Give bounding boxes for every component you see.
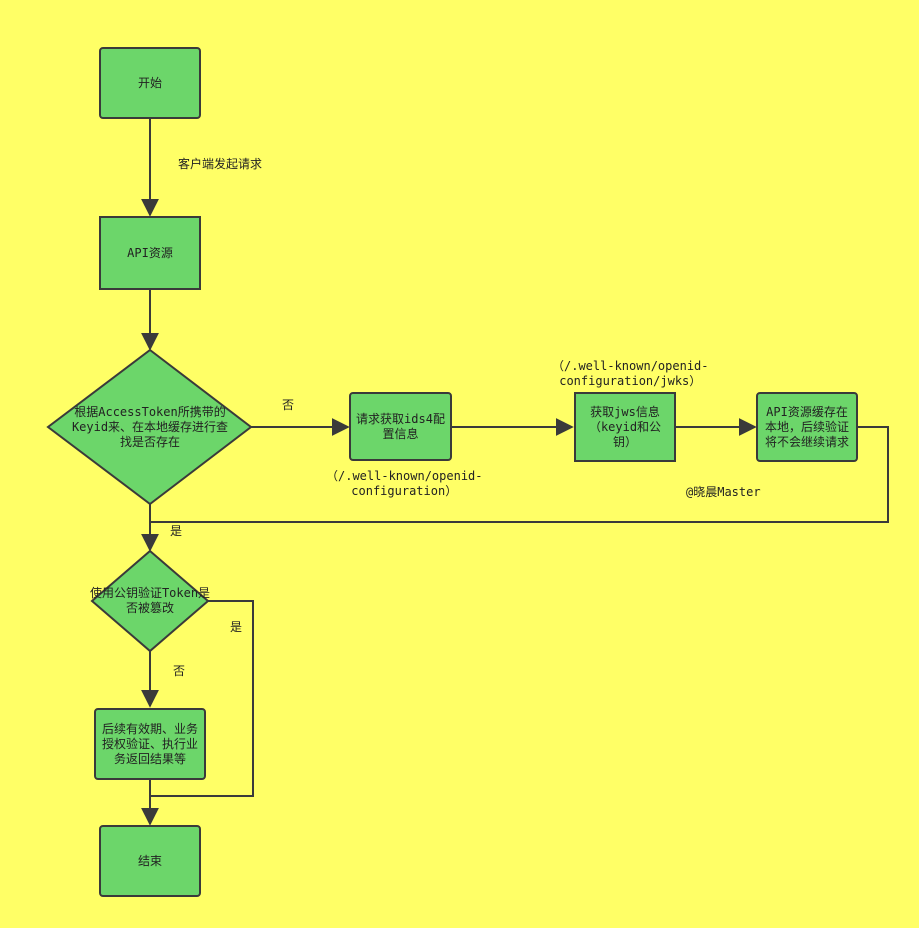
- node-end-label: 结束: [137, 853, 162, 868]
- node-api-label: API资源: [127, 245, 173, 260]
- node-start[interactable]: 开始: [99, 47, 201, 119]
- decision-check-cache-label: 根据AccessToken所携带的Keyid来、在本地缓存进行查找是否存在: [71, 404, 229, 449]
- node-fetch-ids4-label: 请求获取ids4配置信息: [356, 411, 445, 441]
- edge-verify-tampered: [150, 600, 254, 797]
- label-no-not-in-cache: 否: [282, 398, 295, 412]
- label-client-request: 客户端发起请求: [178, 157, 263, 171]
- node-fetch-jws[interactable]: 获取jws信息（keyid和公钥）: [574, 392, 676, 462]
- label-openid-jwks: （/.well-known/openid- configuration/jwks…: [552, 359, 709, 388]
- node-end[interactable]: 结束: [99, 825, 201, 897]
- decision-verify[interactable]: 使用公钥验证Token是否被篡改: [88, 571, 212, 631]
- node-cache-local-label: API资源缓存在本地，后续验证将不会继续请求: [764, 404, 849, 449]
- edge-cache-return: [150, 426, 889, 523]
- decision-check-cache-shape: [46, 348, 253, 506]
- decision-verify-shape: [90, 549, 210, 653]
- label-watermark: @晓晨Master: [686, 485, 761, 499]
- label-no-not-tampered: 否: [173, 664, 186, 678]
- node-fetch-jws-label: 获取jws信息（keyid和公钥）: [588, 404, 662, 449]
- node-start-label: 开始: [137, 75, 162, 90]
- decision-check-cache[interactable]: 根据AccessToken所携带的Keyid来、在本地缓存进行查找是否存在: [66, 395, 234, 459]
- label-openid-configuration: （/.well-known/openid- configuration）: [326, 469, 483, 498]
- node-cache-local[interactable]: API资源缓存在本地，后续验证将不会继续请求: [756, 392, 858, 462]
- node-followup[interactable]: 后续有效期、业务授权验证、执行业务返回结果等: [94, 708, 206, 780]
- decision-verify-label: 使用公钥验证Token是否被篡改: [89, 586, 211, 615]
- node-fetch-ids4[interactable]: 请求获取ids4配置信息: [349, 392, 452, 461]
- label-yes-in-cache: 是: [170, 524, 183, 538]
- label-yes-tampered: 是: [230, 620, 243, 634]
- node-api-resource[interactable]: API资源: [99, 216, 201, 290]
- node-followup-label: 后续有效期、业务授权验证、执行业务返回结果等: [101, 721, 198, 766]
